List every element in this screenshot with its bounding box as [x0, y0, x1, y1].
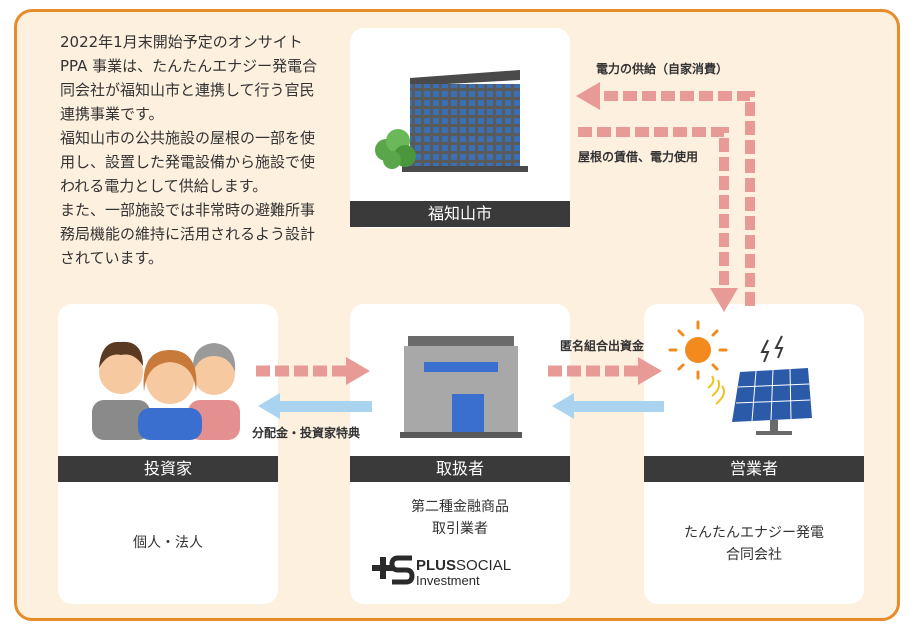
- logo-name-rest: SOCIAL: [456, 557, 511, 574]
- logo-name: PLUSSOCIAL: [416, 557, 511, 574]
- dividend-label: 分配金・投資家特典: [252, 424, 360, 441]
- investment-label: 匿名組合出資金: [560, 337, 644, 354]
- investors-icon: [92, 342, 240, 440]
- handler-building-icon: [400, 336, 522, 438]
- plus-social-logo: PLUSSOCIAL Investment: [370, 557, 560, 587]
- investment-arrow-to-handler: [256, 357, 370, 385]
- roof-lease-label: 屋根の賃借、電力使用: [578, 148, 698, 165]
- dividend-arrow-to-investor: [258, 393, 372, 419]
- investment-arrow-to-operator: [548, 357, 662, 385]
- city-hall-icon: [375, 70, 528, 172]
- logo-subtitle: Investment: [416, 573, 480, 588]
- solar-panel-icon: [670, 322, 812, 435]
- power-supply-label: 電力の供給（自家消費）: [596, 60, 728, 77]
- logo-name-bold: PLUS: [416, 557, 456, 574]
- dividend-arrow-to-handler: [552, 393, 664, 419]
